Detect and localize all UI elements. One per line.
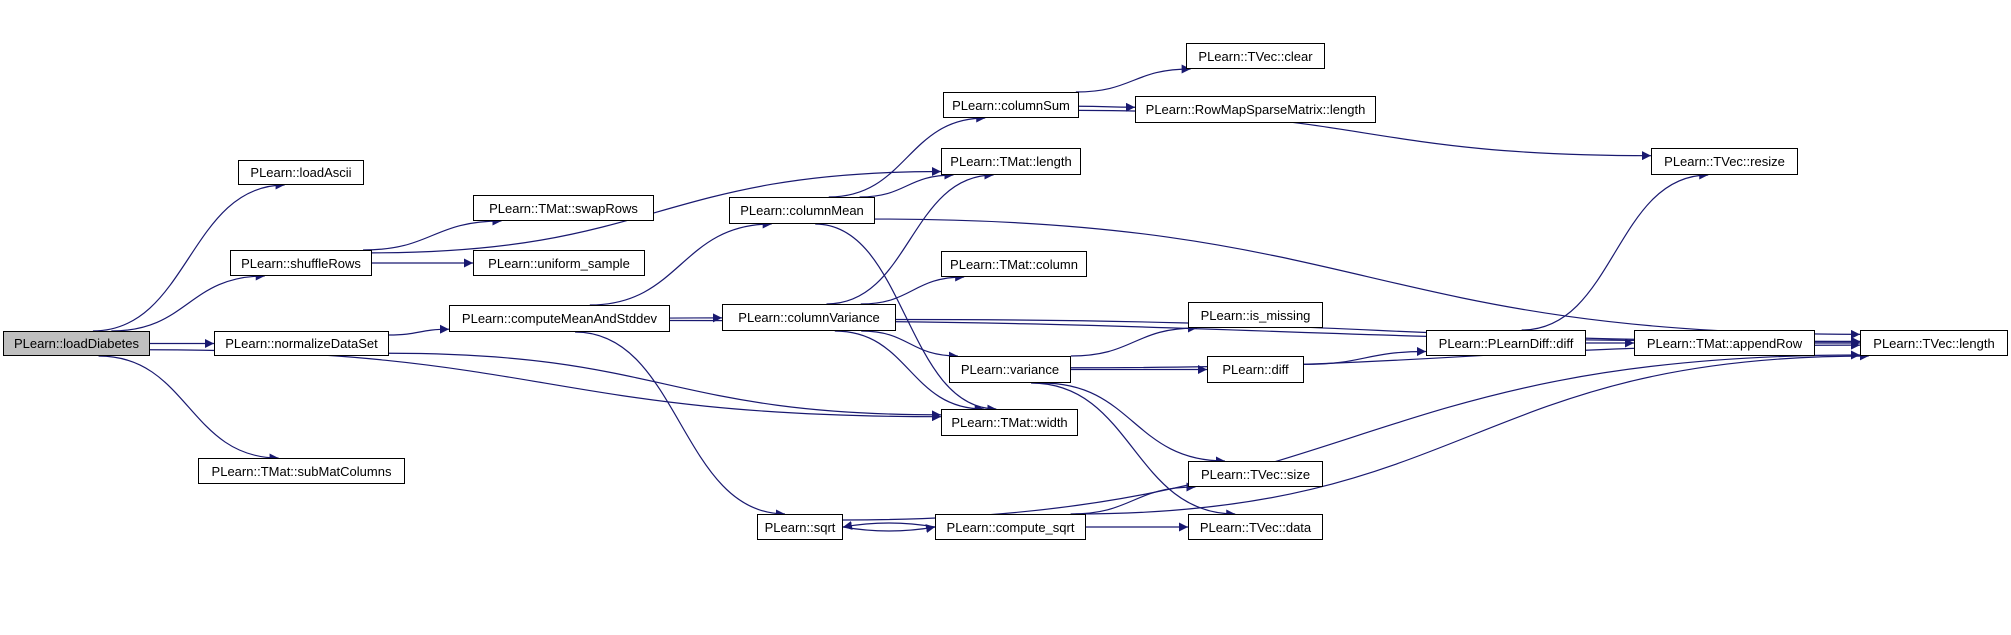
node-normalize-data-set[interactable]: PLearn::normalizeDataSet bbox=[214, 331, 389, 356]
node-column-sum[interactable]: PLearn::columnSum bbox=[943, 92, 1079, 118]
edge-columnVariance-to-tmat_width bbox=[834, 330, 984, 414]
edge-variance-to-tvec_data bbox=[1031, 382, 1236, 519]
edge-loadDiabetes-to-loadAscii bbox=[92, 180, 285, 332]
edge-columnVariance-to-tmat_column bbox=[860, 272, 965, 305]
node-tvec-resize[interactable]: PLearn::TVec::resize bbox=[1651, 148, 1798, 175]
node-diff[interactable]: PLearn::diff bbox=[1207, 356, 1304, 383]
node-tvec-size[interactable]: PLearn::TVec::size bbox=[1188, 461, 1323, 487]
edge-plearndiff_diff-to-tvec_resize bbox=[1521, 170, 1709, 331]
node-tvec-clear[interactable]: PLearn::TVec::clear bbox=[1186, 43, 1325, 69]
node-tmat-column[interactable]: PLearn::TMat::column bbox=[941, 251, 1087, 277]
edge-columnMean-to-tvec_length bbox=[874, 218, 1861, 339]
edge-columnSum-to-rowmap_length bbox=[1078, 102, 1136, 112]
node-sqrt[interactable]: PLearn::sqrt bbox=[757, 514, 843, 540]
edge-compute_sqrt-to-sqrt bbox=[842, 521, 936, 530]
edge-sqrt-to-tvec_length bbox=[842, 350, 1861, 521]
node-uniform-sample[interactable]: PLearn::uniform_sample bbox=[473, 250, 645, 276]
edge-columnMean-to-tmat_width bbox=[815, 223, 997, 414]
edge-diff-to-plearndiff_diff bbox=[1303, 346, 1427, 365]
node-compute-sqrt[interactable]: PLearn::compute_sqrt bbox=[935, 514, 1086, 540]
node-plearndiff-diff[interactable]: PLearn::PLearnDiff::diff bbox=[1426, 330, 1586, 356]
edge-variance-to-is_missing bbox=[1070, 323, 1197, 357]
edge-normalizeDataSet-to-tmat_width bbox=[388, 352, 942, 420]
node-swap-rows[interactable]: PLearn::TMat::swapRows bbox=[473, 195, 654, 221]
edge-computeMeanAndStddev-to-sqrt bbox=[575, 331, 786, 519]
edge-columnMean-to-tmat_length bbox=[859, 170, 954, 198]
edge-columnVariance-to-tmat_length bbox=[826, 170, 994, 305]
edge-loadDiabetes-to-shuffleRows bbox=[111, 271, 265, 332]
node-load-diabetes: PLearn::loadDiabetes bbox=[3, 331, 150, 356]
node-variance[interactable]: PLearn::variance bbox=[949, 356, 1071, 383]
edge-computeMeanAndStddev-to-columnMean bbox=[589, 219, 772, 306]
edge-variance-to-tvec_size bbox=[1041, 382, 1225, 466]
node-submat-columns[interactable]: PLearn::TMat::subMatColumns bbox=[198, 458, 405, 484]
node-tmat-width[interactable]: PLearn::TMat::width bbox=[941, 409, 1078, 436]
edge-shuffleRows-to-tmat_length bbox=[371, 167, 942, 254]
node-column-mean[interactable]: PLearn::columnMean bbox=[729, 197, 875, 224]
edge-sqrt-to-compute_sqrt bbox=[842, 524, 936, 533]
node-tvec-length[interactable]: PLearn::TVec::length bbox=[1860, 330, 2008, 356]
edge-compute_sqrt-to-tvec_size bbox=[1070, 482, 1196, 515]
node-tmat-append-row[interactable]: PLearn::TMat::appendRow bbox=[1634, 330, 1815, 356]
node-is-missing[interactable]: PLearn::is_missing bbox=[1188, 302, 1323, 328]
node-rowmap-sparse-matrix-length[interactable]: PLearn::RowMapSparseMatrix::length bbox=[1135, 96, 1376, 123]
edge-columnVariance-to-variance bbox=[861, 330, 958, 361]
node-tmat-length[interactable]: PLearn::TMat::length bbox=[941, 148, 1081, 175]
edge-shuffleRows-to-swapRows bbox=[363, 216, 502, 251]
edge-loadDiabetes-to-subMatColumns bbox=[98, 355, 279, 463]
node-compute-mean-and-stddev[interactable]: PLearn::computeMeanAndStddev bbox=[449, 305, 670, 332]
edge-compute_sqrt-to-tvec_length bbox=[1075, 351, 1869, 515]
node-shuffle-rows[interactable]: PLearn::shuffleRows bbox=[230, 250, 372, 276]
node-column-variance[interactable]: PLearn::columnVariance bbox=[722, 304, 896, 331]
edge-normalizeDataSet-to-computeMeanAndStddev bbox=[388, 324, 450, 336]
node-tvec-data[interactable]: PLearn::TVec::data bbox=[1188, 514, 1323, 540]
edge-loadDiabetes-to-tmat_width bbox=[149, 349, 942, 422]
node-load-ascii[interactable]: PLearn::loadAscii bbox=[238, 160, 364, 185]
edge-columnMean-to-columnSum bbox=[828, 113, 986, 198]
edge-columnSum-to-tvec_clear bbox=[1075, 64, 1191, 93]
